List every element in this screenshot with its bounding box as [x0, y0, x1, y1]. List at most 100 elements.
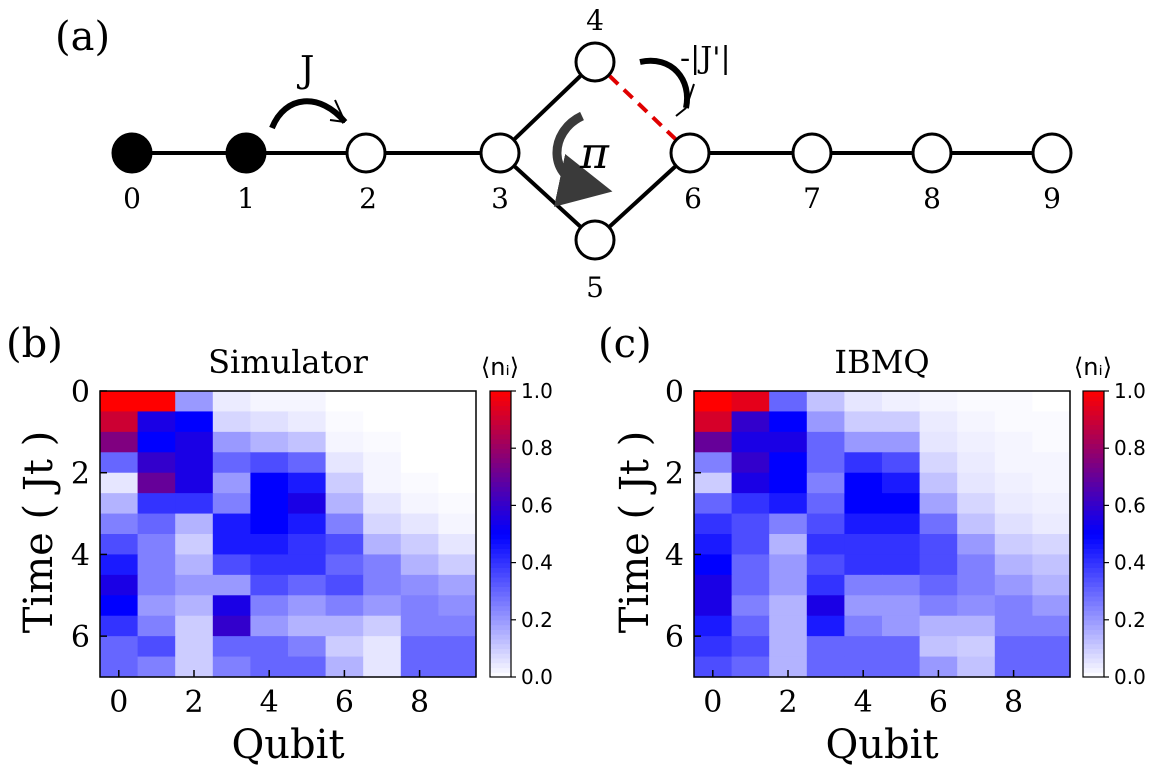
colorbar-segment [490, 624, 511, 630]
colorbar-segment [1083, 419, 1104, 425]
heatmap-cell [175, 493, 214, 515]
colorbar-segment [490, 572, 511, 578]
y-tick-label: 4 [665, 538, 684, 573]
heatmap-cell [288, 452, 327, 474]
heatmap-cell [957, 391, 996, 413]
heatmap-cell [288, 656, 327, 678]
colorbar-segment [1083, 562, 1104, 568]
y-tick-label: 0 [71, 375, 90, 410]
colorbar-segment [490, 648, 511, 654]
heatmap-cell [1032, 574, 1071, 596]
heatmap-cell [400, 391, 439, 413]
heatmap-cell [769, 636, 808, 658]
colorbar-segment [490, 548, 511, 554]
colorbar-tick-label: 0.6 [521, 493, 553, 517]
colorbar-segment [1083, 553, 1104, 559]
colorbar-segment [1083, 634, 1104, 640]
heatmap-cell [400, 452, 439, 474]
heatmap-cell [438, 615, 477, 637]
colorbar-segment [490, 529, 511, 535]
modified-bond [593, 60, 692, 155]
heatmap-cell [919, 472, 958, 494]
heatmap-cell [288, 411, 327, 433]
heatmap-cell [363, 615, 402, 637]
heatmap-cell [250, 574, 289, 596]
heatmap-cell [731, 493, 770, 515]
colorbar-segment [490, 510, 511, 516]
heatmap-cell [288, 493, 327, 515]
lattice-node-6 [669, 132, 711, 174]
heatmap-cell [694, 656, 733, 678]
colorbar-segment [1083, 519, 1104, 526]
colorbar-segment [490, 452, 511, 459]
x-tick-label: 8 [1004, 685, 1023, 720]
colorbar-tick-label: 0.6 [1114, 493, 1146, 517]
heatmap-cell [844, 595, 883, 617]
colorbar-segment [490, 429, 511, 435]
lattice-node-1 [225, 132, 267, 174]
colorbar-segment [1083, 567, 1104, 573]
heatmap-cell [731, 554, 770, 576]
heatmap-cell [325, 595, 364, 617]
heatmap-cell [769, 452, 808, 474]
heatmap-cell [882, 615, 921, 637]
node-label: 1 [237, 182, 255, 215]
heatmap-cell [1032, 615, 1071, 637]
chart-b-frame [99, 390, 477, 678]
heatmap-cell [137, 574, 176, 596]
heatmap-cell [1032, 595, 1071, 617]
colorbar-segment [1083, 586, 1104, 592]
colorbar-segment [490, 567, 511, 573]
colorbar-segment [1083, 510, 1104, 516]
colorbar-segment [490, 638, 511, 645]
heatmap-cell [175, 431, 214, 453]
heatmap-cell [919, 534, 958, 556]
heatmap-cell [325, 636, 364, 658]
heatmap-cell [212, 595, 251, 617]
heatmap-cell [994, 493, 1033, 515]
heatmap-cell [212, 656, 251, 678]
colorbar-tick-label: 1.0 [1114, 379, 1146, 403]
colorbar-segment [1083, 476, 1104, 483]
heatmap-cell [250, 431, 289, 453]
heatmap-cell [438, 493, 477, 515]
heatmap-cell [844, 391, 883, 413]
heatmap-cell [844, 431, 883, 453]
heatmap-cell [957, 431, 996, 453]
heatmap-cell [400, 472, 439, 494]
colorbar-segment [1083, 391, 1104, 397]
heatmap-cell [694, 595, 733, 617]
colorbar-segment [490, 438, 511, 445]
heatmap-cell [844, 574, 883, 596]
heatmap-cell [994, 615, 1033, 637]
heatmap-cell [250, 472, 289, 494]
heatmap-cell [100, 615, 139, 637]
lattice-node-4 [574, 41, 616, 83]
heatmap-cell [769, 472, 808, 494]
colorbar-segment [490, 543, 511, 549]
lattice-node-8 [911, 132, 953, 174]
colorbar-segment [1083, 591, 1104, 597]
heatmap-cell [137, 636, 176, 658]
heatmap-cell [100, 513, 139, 535]
heatmap-cell [400, 554, 439, 576]
colorbar-segment [1083, 500, 1104, 506]
heatmap-cell [175, 513, 214, 535]
heatmap-cell [325, 534, 364, 556]
heatmap-cell [100, 595, 139, 617]
heatmap-cell [250, 391, 289, 413]
colorbar-segment [1083, 495, 1104, 502]
heatmap-cell [994, 534, 1033, 556]
heatmap-cell [212, 452, 251, 474]
heatmap-cell [882, 411, 921, 433]
colorbar-segment [490, 495, 511, 502]
heatmap-cell [919, 656, 958, 678]
heatmap-cell [957, 636, 996, 658]
heatmap-cell [212, 534, 251, 556]
lattice-bond [498, 151, 597, 242]
heatmap-cell [806, 615, 845, 637]
colorbar-segment [490, 414, 511, 421]
modified-hopping-arrow [639, 57, 691, 109]
heatmap-cell [363, 636, 402, 658]
